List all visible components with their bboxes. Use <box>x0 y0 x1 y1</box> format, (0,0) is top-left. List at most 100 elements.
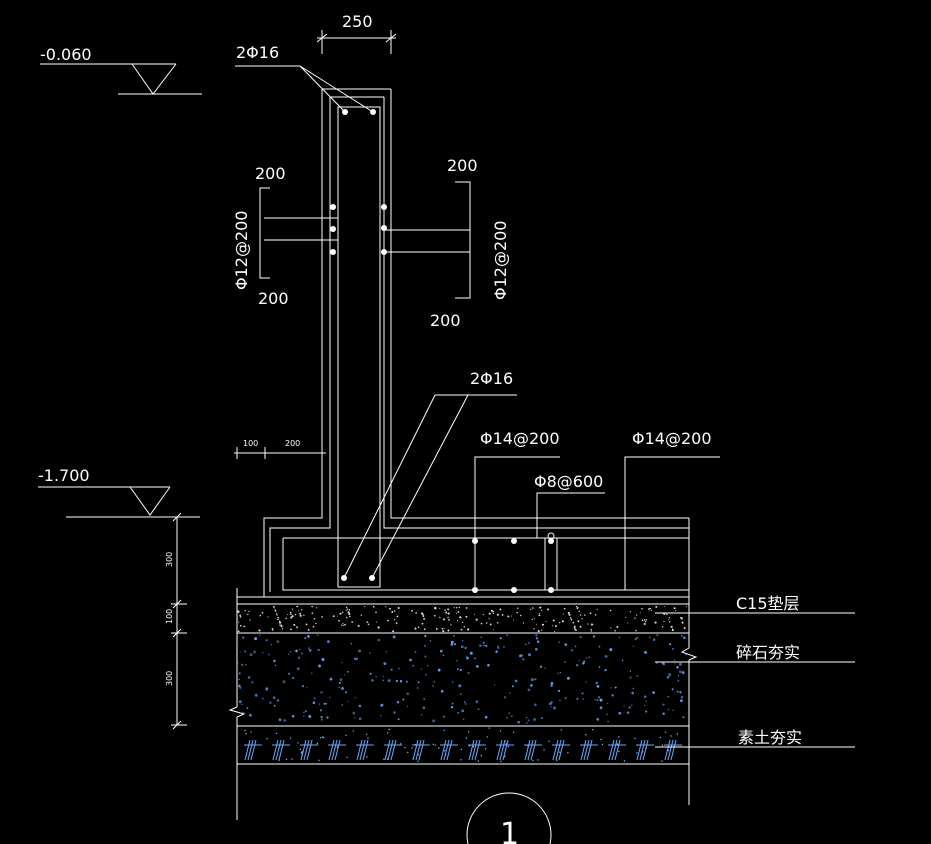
c15-speck <box>629 611 631 613</box>
c15-speck <box>294 613 297 616</box>
gravel-speck <box>238 700 242 704</box>
c15-speck <box>648 608 651 610</box>
c15-speck <box>332 615 335 618</box>
gravel-speck <box>610 687 612 689</box>
rebar-dot <box>330 226 336 232</box>
gravel-speck <box>397 718 400 721</box>
c15-speck <box>459 616 462 619</box>
c15-speck <box>570 618 573 621</box>
gravel-speck <box>566 676 570 680</box>
gravel-speck <box>319 709 323 712</box>
gravel-speck <box>265 639 268 642</box>
c15-speck <box>574 625 576 628</box>
c15-speck <box>520 614 522 617</box>
gravel-speck <box>347 700 349 703</box>
gravel-speck <box>346 670 349 673</box>
soil-speck <box>438 747 440 749</box>
rebar-dot <box>548 587 554 593</box>
gravel-speck <box>535 637 539 640</box>
leader-top-bars: 2Φ16 <box>235 43 374 113</box>
c15-speck <box>291 615 294 618</box>
c15-speck <box>315 622 317 625</box>
soil-speck <box>383 758 385 760</box>
gravel-speck <box>304 710 307 713</box>
c15-speck <box>385 606 387 608</box>
soil-hatch-line <box>306 739 313 761</box>
c15-speck <box>414 627 417 630</box>
soil-speck <box>289 737 292 739</box>
gravel-speck <box>312 701 316 705</box>
c15-speck <box>649 607 652 610</box>
gravel-speck <box>406 692 410 696</box>
vertical-dim-2: 100 <box>165 609 174 624</box>
gravel-speck <box>466 656 469 660</box>
gravel-speck <box>239 651 241 653</box>
gravel-speck <box>433 681 436 683</box>
c15-speck <box>668 616 670 619</box>
c15-speck <box>496 621 499 624</box>
c15-speck <box>596 608 598 611</box>
c15-speck <box>372 606 375 608</box>
c15-speck <box>375 621 377 623</box>
gravel-speck <box>680 634 683 637</box>
soil-hatch-line <box>272 739 279 761</box>
c15-speck <box>496 613 499 616</box>
c15-speck <box>584 614 586 616</box>
gravel-speck <box>239 686 242 689</box>
c15-speck <box>312 625 315 628</box>
gravel-speck <box>634 637 637 641</box>
gravel-speck <box>416 687 419 689</box>
gravel-speck <box>254 693 258 697</box>
soil-hatch-line <box>499 739 506 761</box>
soil-hatch-line <box>412 739 419 761</box>
c15-speck <box>311 612 314 614</box>
c15-speck <box>492 613 494 615</box>
vertical-dim-1: 300 <box>165 552 174 567</box>
soil-speck <box>676 733 679 735</box>
gravel-speck <box>550 706 552 708</box>
c15-speck <box>493 629 495 631</box>
gravel-speck <box>409 658 412 662</box>
soil-speck <box>567 752 569 754</box>
c15-speck <box>345 609 347 611</box>
soil-hatch <box>244 727 682 762</box>
gravel-speck <box>251 681 254 684</box>
c15-speck <box>287 613 289 616</box>
c15-speck <box>536 623 538 625</box>
c15-speck <box>273 607 275 609</box>
soil-hatch-line <box>443 739 450 761</box>
gravel-speck <box>485 644 488 647</box>
soil-speck <box>634 737 636 739</box>
c15-speck <box>462 621 464 623</box>
gravel-speck <box>297 656 301 659</box>
soil-speck <box>297 742 299 744</box>
gravel-speck <box>552 706 556 710</box>
c15-speck <box>293 623 296 626</box>
c15-speck <box>450 624 452 626</box>
gravel-speck <box>352 711 356 715</box>
gravel-speck <box>269 701 272 704</box>
gravel-speck <box>678 662 682 666</box>
c15-speck <box>291 608 294 610</box>
gravel-speck <box>358 649 361 653</box>
soil-hatch-line <box>303 739 310 761</box>
c15-speck <box>422 615 425 617</box>
gravel-speck <box>463 701 466 703</box>
soil-speck <box>417 760 419 762</box>
c15-speck <box>563 607 566 610</box>
c15-speck <box>577 620 580 623</box>
soil-hatch-line <box>415 739 422 761</box>
gravel-speck <box>460 645 464 649</box>
gravel-speck <box>278 718 282 722</box>
soil-hatch-line <box>496 739 503 761</box>
bottom-bars-label: 2Φ16 <box>470 369 513 388</box>
c15-speck <box>579 614 582 616</box>
soil-speck <box>618 736 620 738</box>
soil-speck <box>601 743 604 746</box>
soil-speck <box>366 756 368 758</box>
gravel-speck <box>338 681 341 684</box>
soil-hatch-line <box>328 739 335 761</box>
gravel-speck <box>520 654 523 657</box>
gravel-speck <box>387 679 391 683</box>
